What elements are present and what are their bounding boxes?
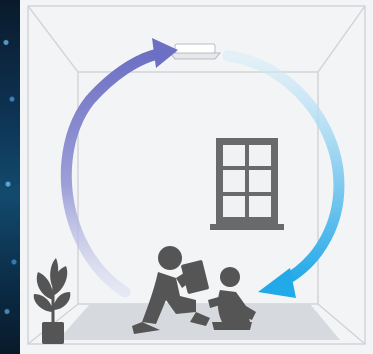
window-icon [210, 138, 284, 230]
ceiling-light-icon [170, 44, 220, 59]
room-illustration [20, 0, 373, 354]
decorative-edge-strip [0, 0, 20, 354]
